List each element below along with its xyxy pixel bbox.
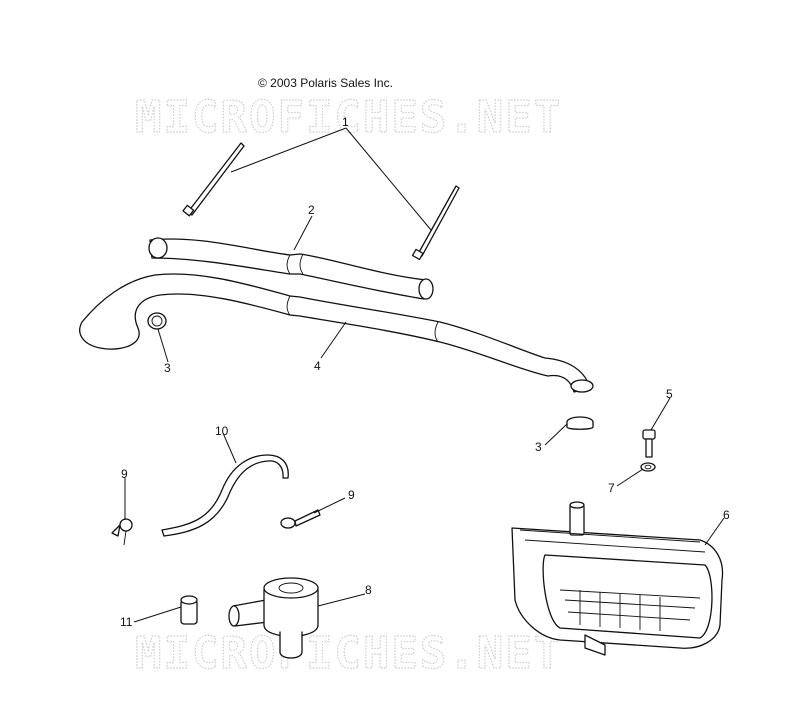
hose-lower	[79, 273, 594, 393]
cable-tie-right	[411, 185, 460, 261]
callout-9-right: 9	[348, 488, 355, 502]
callout-10: 10	[215, 424, 229, 438]
callout-2: 2	[308, 203, 315, 217]
callout-9-left: 9	[121, 467, 128, 481]
callout-5: 5	[666, 387, 673, 401]
callout-3-right: 3	[535, 440, 542, 454]
bolt	[642, 429, 656, 458]
clamp-ring-right	[566, 416, 594, 430]
callout-8: 8	[365, 583, 372, 597]
copyright-notice: © 2003 Polaris Sales Inc.	[258, 76, 393, 90]
callouts: 1 2 3 4 3 5 7 6 10 9 9 8 11	[120, 115, 730, 629]
callout-7: 7	[608, 481, 615, 495]
hose-upper	[148, 237, 434, 300]
callout-1: 1	[342, 115, 349, 129]
airbox	[511, 501, 724, 656]
watermark-top: MICROFICHES.NET	[135, 92, 562, 143]
breather-hose	[161, 454, 289, 537]
hose-clamp-right	[280, 509, 321, 529]
watermark-bottom: MICROFICHES.NET	[135, 628, 562, 679]
check-valve	[228, 577, 319, 659]
callout-4: 4	[314, 359, 321, 373]
callout-11: 11	[120, 615, 133, 629]
washer	[640, 462, 656, 472]
hose-clamp-left	[111, 518, 133, 546]
leader-lines	[124, 127, 725, 623]
clamp-ring-left	[147, 312, 167, 330]
cable-tie-left	[182, 142, 245, 217]
callout-3-left: 3	[164, 361, 171, 375]
sleeve	[180, 595, 198, 625]
callout-6: 6	[723, 508, 730, 522]
